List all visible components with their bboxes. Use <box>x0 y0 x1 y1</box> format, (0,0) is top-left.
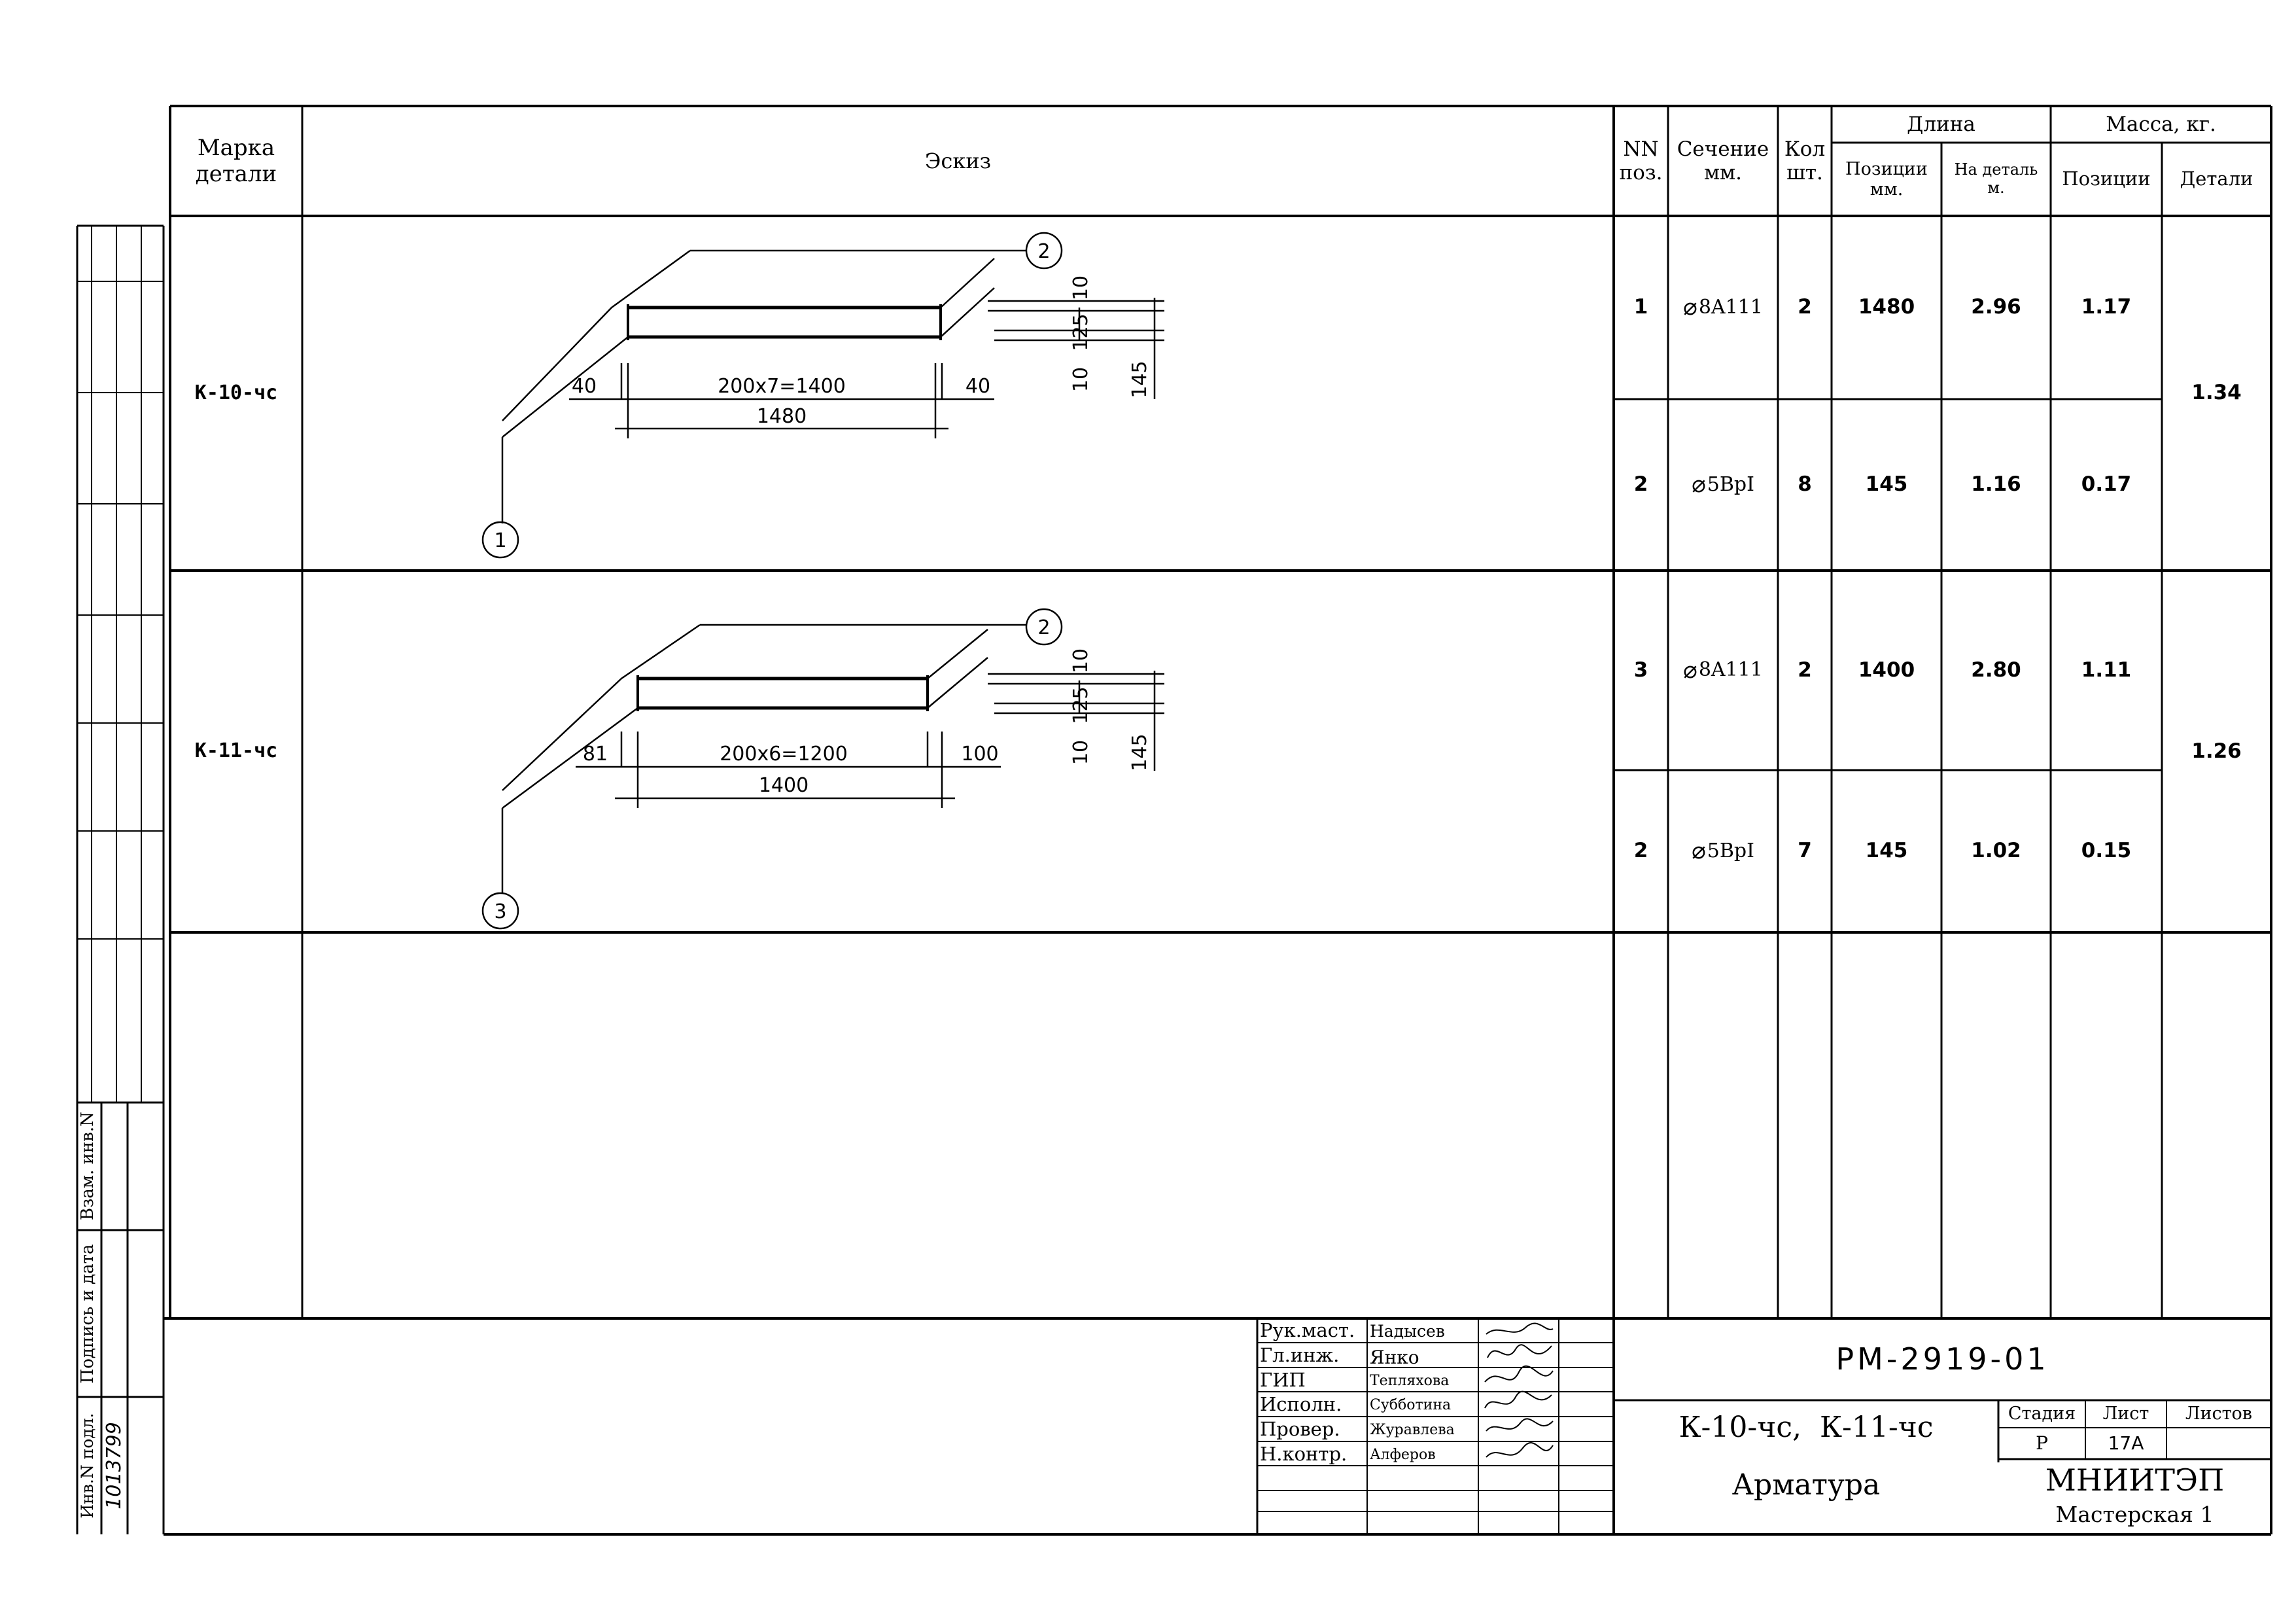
position-mass: 0.15 <box>2081 839 2132 863</box>
diameter-icon: ⌀ <box>1683 294 1697 321</box>
dim-10a: 10 <box>1070 648 1092 673</box>
dim-total: 1400 <box>759 774 809 797</box>
sheet-value: 17А <box>2108 1432 2144 1454</box>
detail-mass: 1.26 <box>2191 739 2242 763</box>
organization: МНИИТЭП <box>2045 1462 2225 1498</box>
detail-mark: К-10-чс <box>194 381 278 404</box>
position-qty: 2 <box>1798 295 1812 319</box>
header-length: Длина <box>1907 113 1975 137</box>
position-length-detail: 2.80 <box>1971 658 2021 682</box>
dim-mid: 200x7=1400 <box>718 375 846 398</box>
position-length: 1400 <box>1858 658 1915 682</box>
dim-mid: 200x6=1200 <box>720 743 848 766</box>
position-length: 1480 <box>1858 295 1915 319</box>
stamp-role: Провер. <box>1260 1418 1340 1440</box>
callout-number: 2 <box>1037 616 1050 639</box>
position-length-detail: 1.02 <box>1971 839 2021 863</box>
side-inv-number: 1013799 <box>103 1422 126 1509</box>
callout-number: 1 <box>494 529 506 552</box>
sheets-label: Листов <box>2185 1403 2253 1424</box>
header-length-pos: Позиции мм. <box>1845 158 1928 200</box>
header-mark: Марка детали <box>195 135 277 187</box>
workshop: Мастерская 1 <box>2055 1502 2214 1528</box>
sheet-label: Лист <box>2102 1403 2149 1424</box>
header-sketch: Эскиз <box>924 149 992 174</box>
signatures <box>1484 1322 1554 1458</box>
detail-mark: К-11-чс <box>194 739 278 763</box>
position-qty: 2 <box>1798 658 1812 682</box>
header-mass-pos: Позиции <box>2062 168 2151 190</box>
side-vzam: Взам. инв.N <box>78 1112 97 1220</box>
diameter-icon: ⌀ <box>1692 471 1706 499</box>
stamp-name: Субботина <box>1370 1397 1452 1413</box>
title-line-2: Арматура <box>1731 1468 1881 1502</box>
side-inv-podl: Инв.N подл. <box>78 1413 97 1519</box>
header-nn: NN поз. <box>1619 137 1663 185</box>
side-sign-date: Подпись и дата <box>78 1244 97 1384</box>
stamp-role: Гл.инж. <box>1260 1344 1340 1366</box>
doc-code: РМ-2919-01 <box>1835 1341 2049 1377</box>
dim-125: 125 <box>1070 686 1092 724</box>
dim-left: 40 <box>572 375 597 398</box>
stamp-role: Н.контр. <box>1260 1443 1348 1465</box>
position-mass: 0.17 <box>2081 472 2132 497</box>
diameter-icon: ⌀ <box>1692 838 1706 865</box>
position-section: ⌀5BpI <box>1692 471 1754 499</box>
title-line-1: К-10-чс, К-11-чс <box>1679 1411 1934 1445</box>
diameter-icon: ⌀ <box>1683 656 1697 684</box>
position-length: 145 <box>1865 839 1908 863</box>
dim-total: 1480 <box>757 405 807 428</box>
position-qty: 7 <box>1798 839 1812 863</box>
position-mass: 1.11 <box>2081 658 2132 682</box>
stage-label: Стадия <box>2008 1403 2076 1424</box>
position-number: 3 <box>1633 658 1648 682</box>
dim-10b: 10 <box>1070 367 1092 392</box>
header-mass: Масса, кг. <box>2106 113 2216 137</box>
dim-10b: 10 <box>1070 740 1092 765</box>
position-mass: 1.17 <box>2081 295 2132 319</box>
stamp-role: ГИП <box>1260 1369 1306 1391</box>
header-qty: Кол шт. <box>1784 137 1826 185</box>
dim-left: 81 <box>583 743 608 766</box>
detail-mass: 1.34 <box>2191 381 2242 405</box>
position-length-detail: 1.16 <box>1971 472 2021 497</box>
position-qty: 8 <box>1798 472 1812 497</box>
dim-10a: 10 <box>1070 275 1092 300</box>
dim-125: 125 <box>1070 313 1092 351</box>
stamp-name: Тепляхова <box>1370 1373 1450 1389</box>
position-number: 2 <box>1633 472 1648 497</box>
stamp-name: Журавлева <box>1370 1422 1455 1438</box>
position-length: 145 <box>1865 472 1908 497</box>
position-section: ⌀8A111 <box>1683 656 1763 684</box>
stamp-name: Алферов <box>1370 1447 1436 1463</box>
dim-right: 100 <box>961 743 998 766</box>
callout-number: 3 <box>494 900 506 923</box>
callout-number: 2 <box>1037 240 1050 263</box>
dim-right: 40 <box>965 375 990 398</box>
position-length-detail: 2.96 <box>1971 295 2021 319</box>
dim-145: 145 <box>1128 361 1151 398</box>
position-section: ⌀8A111 <box>1683 294 1763 321</box>
stamp-role: Исполн. <box>1260 1393 1342 1415</box>
header-mass-det: Детали <box>2180 168 2253 190</box>
position-section: ⌀5BpI <box>1692 838 1754 865</box>
stamp-role: Рук.маст. <box>1260 1319 1355 1341</box>
position-number: 2 <box>1633 839 1648 863</box>
stage-value: Р <box>2036 1432 2048 1454</box>
position-number: 1 <box>1633 295 1648 319</box>
dim-145: 145 <box>1128 733 1151 771</box>
stamp-name: Янко <box>1370 1347 1419 1368</box>
header-section: Сечение мм. <box>1677 137 1769 185</box>
stamp-name: Надысев <box>1370 1322 1445 1341</box>
header-length-det: На деталь м. <box>1954 160 2038 197</box>
